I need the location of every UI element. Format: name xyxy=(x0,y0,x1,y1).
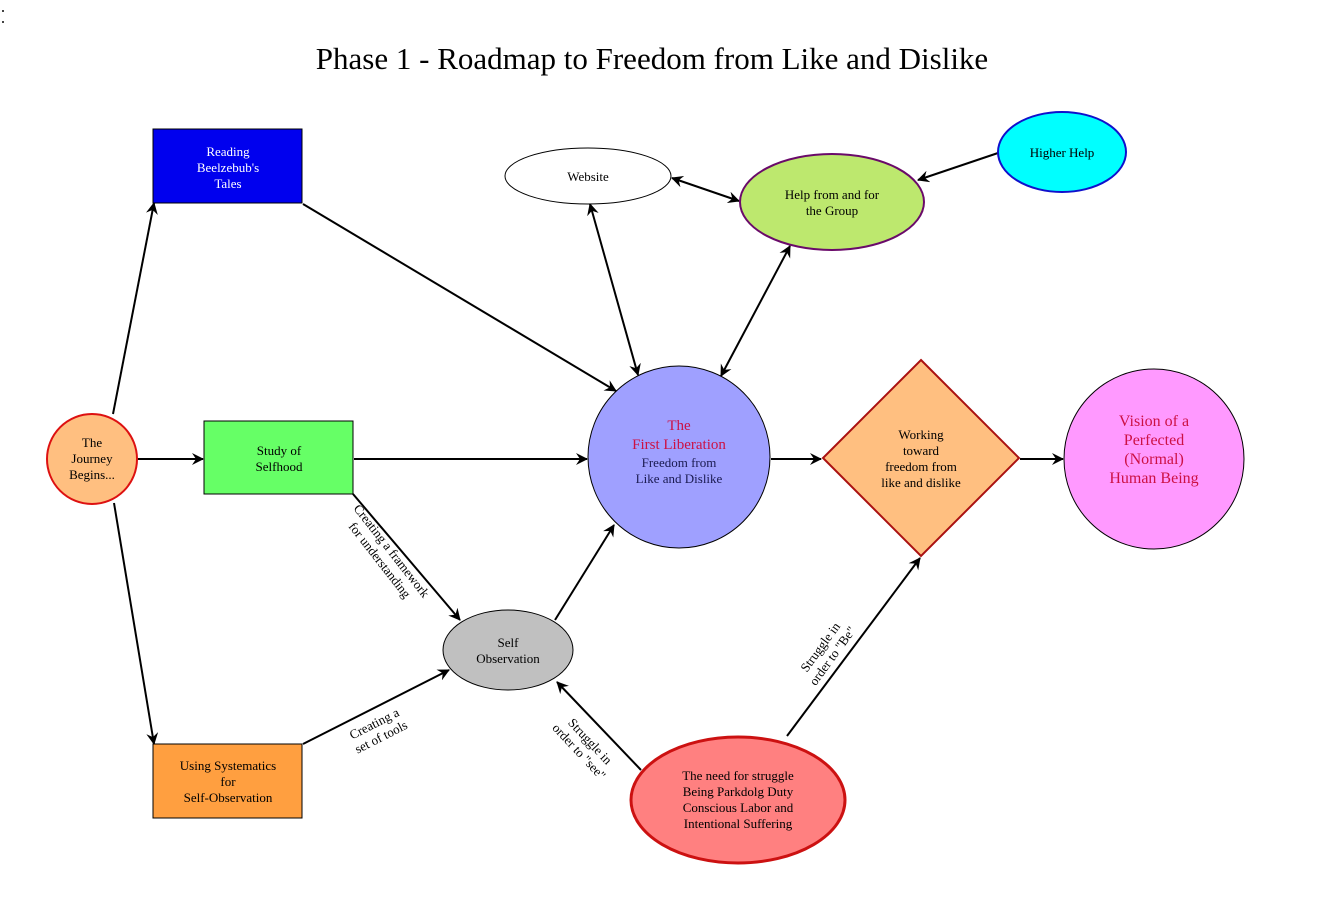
node-label-line: Reading xyxy=(206,144,250,159)
corner-mark xyxy=(2,21,4,23)
edge-liberation-group xyxy=(720,245,791,377)
node-label-line: for xyxy=(220,774,236,789)
edge-struggle-selfobs xyxy=(556,681,642,771)
node-study[interactable]: Study of Selfhood xyxy=(203,420,354,495)
diagram-title: Phase 1 - Roadmap to Freedom from Like a… xyxy=(316,41,988,76)
node-label-line: like and dislike xyxy=(881,475,961,490)
node-reading[interactable]: Reading Beelzebub's Tales xyxy=(152,128,303,204)
node-label-line: Perfected xyxy=(1124,432,1184,449)
node-title-line: The xyxy=(667,418,691,434)
edge-struggle-working xyxy=(786,557,921,737)
node-label-line: toward xyxy=(903,443,940,458)
node-label-line: Conscious Labor and xyxy=(683,800,794,815)
study-shape xyxy=(203,420,354,495)
node-label-line: Selfhood xyxy=(256,459,303,474)
node-label-line: the Group xyxy=(806,203,858,218)
node-label-line: Intentional Suffering xyxy=(684,816,793,831)
node-label-line: Study of xyxy=(257,443,302,458)
edge-selfobs-liberation xyxy=(554,524,615,621)
edge-label-see: Struggle in order to "see" xyxy=(549,715,615,783)
edge-systematics-selfobs xyxy=(302,669,450,745)
edge-reading-liberation xyxy=(302,203,617,392)
node-label-line: The xyxy=(82,435,102,450)
self-observation-shape xyxy=(442,609,574,691)
node-label-line: Journey xyxy=(71,451,113,466)
higher-help-shape xyxy=(997,111,1127,193)
node-label-line: Website xyxy=(567,169,609,184)
edge-higher-group xyxy=(917,152,999,183)
node-vision[interactable]: Vision of a Perfected (Normal) Human Bei… xyxy=(1063,368,1245,550)
node-self-observation[interactable]: Self Observation xyxy=(442,609,574,691)
corner-mark xyxy=(2,10,4,12)
node-working[interactable]: Working toward freedom from like and dis… xyxy=(821,358,1021,558)
node-label-line: Beelzebub's xyxy=(197,160,259,175)
liberation-shape xyxy=(587,365,771,549)
node-higher-help[interactable]: Higher Help xyxy=(997,111,1127,193)
edge-label-be: Struggle in order to "Be" xyxy=(797,619,858,688)
working-shape xyxy=(821,358,1021,558)
journey-shape xyxy=(46,413,138,505)
node-label-line: Being Parkdolg Duty xyxy=(683,784,794,799)
edge-label-framework: Creating a framework for understanding xyxy=(346,501,433,601)
node-label-line: Higher Help xyxy=(1030,145,1095,160)
node-group[interactable]: Help from and for the Group xyxy=(739,153,925,251)
node-title-line: First Liberation xyxy=(632,437,726,453)
edge-journey-systematics xyxy=(113,502,159,745)
reading-shape xyxy=(152,128,303,204)
systematics-shape xyxy=(152,743,303,819)
group-shape xyxy=(739,153,925,251)
node-label-line: Help from and for xyxy=(785,187,880,202)
edge-study-selfobs xyxy=(352,493,461,621)
node-label-line: Using Systematics xyxy=(180,758,276,773)
node-label-line: Human Being xyxy=(1109,470,1198,487)
node-label-line: Begins... xyxy=(69,467,115,482)
node-systematics[interactable]: Using Systematics for Self-Observation xyxy=(152,743,303,819)
edge-liberation-website xyxy=(587,203,641,376)
website-shape xyxy=(504,147,672,205)
node-first-liberation[interactable]: The First Liberation Freedom from Like a… xyxy=(587,365,771,549)
node-label-line: Freedom from xyxy=(642,455,717,470)
vision-shape xyxy=(1063,368,1245,550)
node-label-line: Self xyxy=(498,635,520,650)
edge-journey-reading xyxy=(112,202,158,415)
node-label-line: Self-Observation xyxy=(184,790,273,805)
node-label-line: Like and Dislike xyxy=(636,471,723,486)
node-journey[interactable]: The Journey Begins... xyxy=(46,413,138,505)
node-label-line: freedom from xyxy=(885,459,957,474)
node-label-line: Vision of a xyxy=(1119,413,1189,430)
struggle-shape xyxy=(629,735,847,865)
edges-layer xyxy=(112,152,1064,771)
node-label-line: (Normal) xyxy=(1124,451,1184,468)
node-label-line: Working xyxy=(898,427,944,442)
node-struggle[interactable]: The need for struggle Being Parkdolg Dut… xyxy=(629,735,847,865)
node-label-line: Observation xyxy=(476,651,540,666)
node-label-line: Tales xyxy=(214,176,241,191)
node-website[interactable]: Website xyxy=(504,147,672,205)
node-label-line: The need for struggle xyxy=(682,768,794,783)
edge-label-tools: Creating a set of tools xyxy=(347,704,410,756)
edge-website-group xyxy=(671,175,740,204)
